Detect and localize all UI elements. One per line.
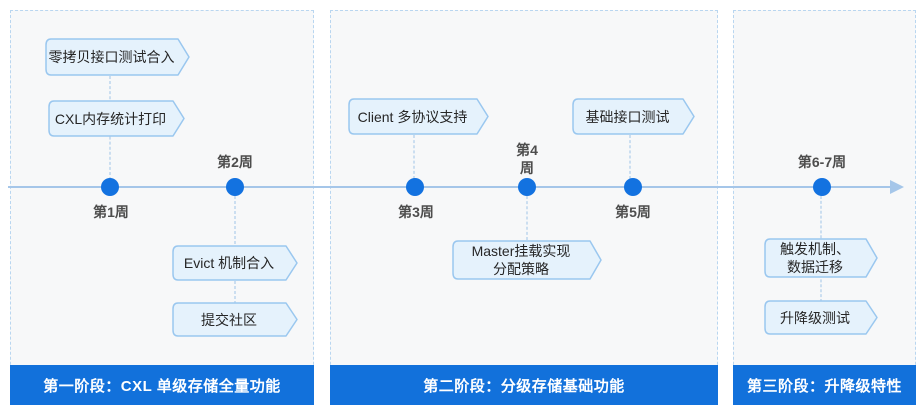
phase-banner-2: 第二阶段：分级存储基础功能 bbox=[330, 365, 718, 405]
milestone-label: 第4 周 bbox=[516, 142, 538, 176]
phase-panel-2: 第二阶段：分级存储基础功能 bbox=[330, 10, 718, 405]
milestone-dot bbox=[624, 178, 642, 196]
phase-panel-1: 第一阶段：CXL 单级存储全量功能 bbox=[10, 10, 314, 405]
task-tag: Evict 机制合入 bbox=[172, 245, 298, 281]
milestone-label: 第1周 bbox=[93, 204, 129, 220]
phase-panel-3: 第三阶段：升降级特性 bbox=[733, 10, 916, 405]
task-tag: CXL内存统计打印 bbox=[48, 100, 185, 137]
milestone-label: 第5周 bbox=[615, 204, 651, 220]
task-tag-label: Client 多协议支持 bbox=[357, 108, 468, 125]
milestone-dot bbox=[406, 178, 424, 196]
milestone-dot bbox=[813, 178, 831, 196]
milestone-label: 第3周 bbox=[398, 204, 434, 220]
task-tag-label: CXL内存统计打印 bbox=[54, 110, 167, 127]
task-tag: Master挂载实现 分配策略 bbox=[452, 240, 602, 280]
task-tag: 零拷贝接口测试合入 bbox=[45, 38, 190, 76]
milestone-dot bbox=[518, 178, 536, 196]
task-tag: Client 多协议支持 bbox=[348, 98, 489, 135]
task-tag-label: 提交社区 bbox=[201, 311, 257, 328]
milestone-label: 第6-7周 bbox=[797, 154, 847, 170]
timeline-arrowhead-icon bbox=[890, 180, 904, 194]
task-tag: 升降级测试 bbox=[764, 300, 878, 335]
phase-banner-1: 第一阶段：CXL 单级存储全量功能 bbox=[10, 365, 314, 405]
task-tag: 基础接口测试 bbox=[572, 98, 695, 135]
task-tag-label: Master挂载实现 分配策略 bbox=[471, 243, 571, 277]
timeline-axis bbox=[8, 186, 892, 188]
milestone-dot bbox=[101, 178, 119, 196]
connector-line bbox=[413, 135, 415, 179]
task-tag: 触发机制、 数据迁移 bbox=[764, 238, 878, 278]
milestone-label: 第2周 bbox=[217, 154, 253, 170]
phase-banner-3: 第三阶段：升降级特性 bbox=[733, 365, 916, 405]
task-tag-label: 触发机制、 数据迁移 bbox=[780, 241, 850, 275]
task-tag-label: 基础接口测试 bbox=[585, 108, 670, 125]
connector-line bbox=[526, 196, 528, 240]
task-tag: 提交社区 bbox=[172, 302, 298, 337]
milestone-dot bbox=[226, 178, 244, 196]
task-tag-label: 零拷贝接口测试合入 bbox=[48, 49, 175, 65]
task-tag-label: Evict 机制合入 bbox=[183, 255, 275, 271]
task-tag-label: 升降级测试 bbox=[780, 309, 850, 326]
connector-line bbox=[629, 135, 631, 179]
